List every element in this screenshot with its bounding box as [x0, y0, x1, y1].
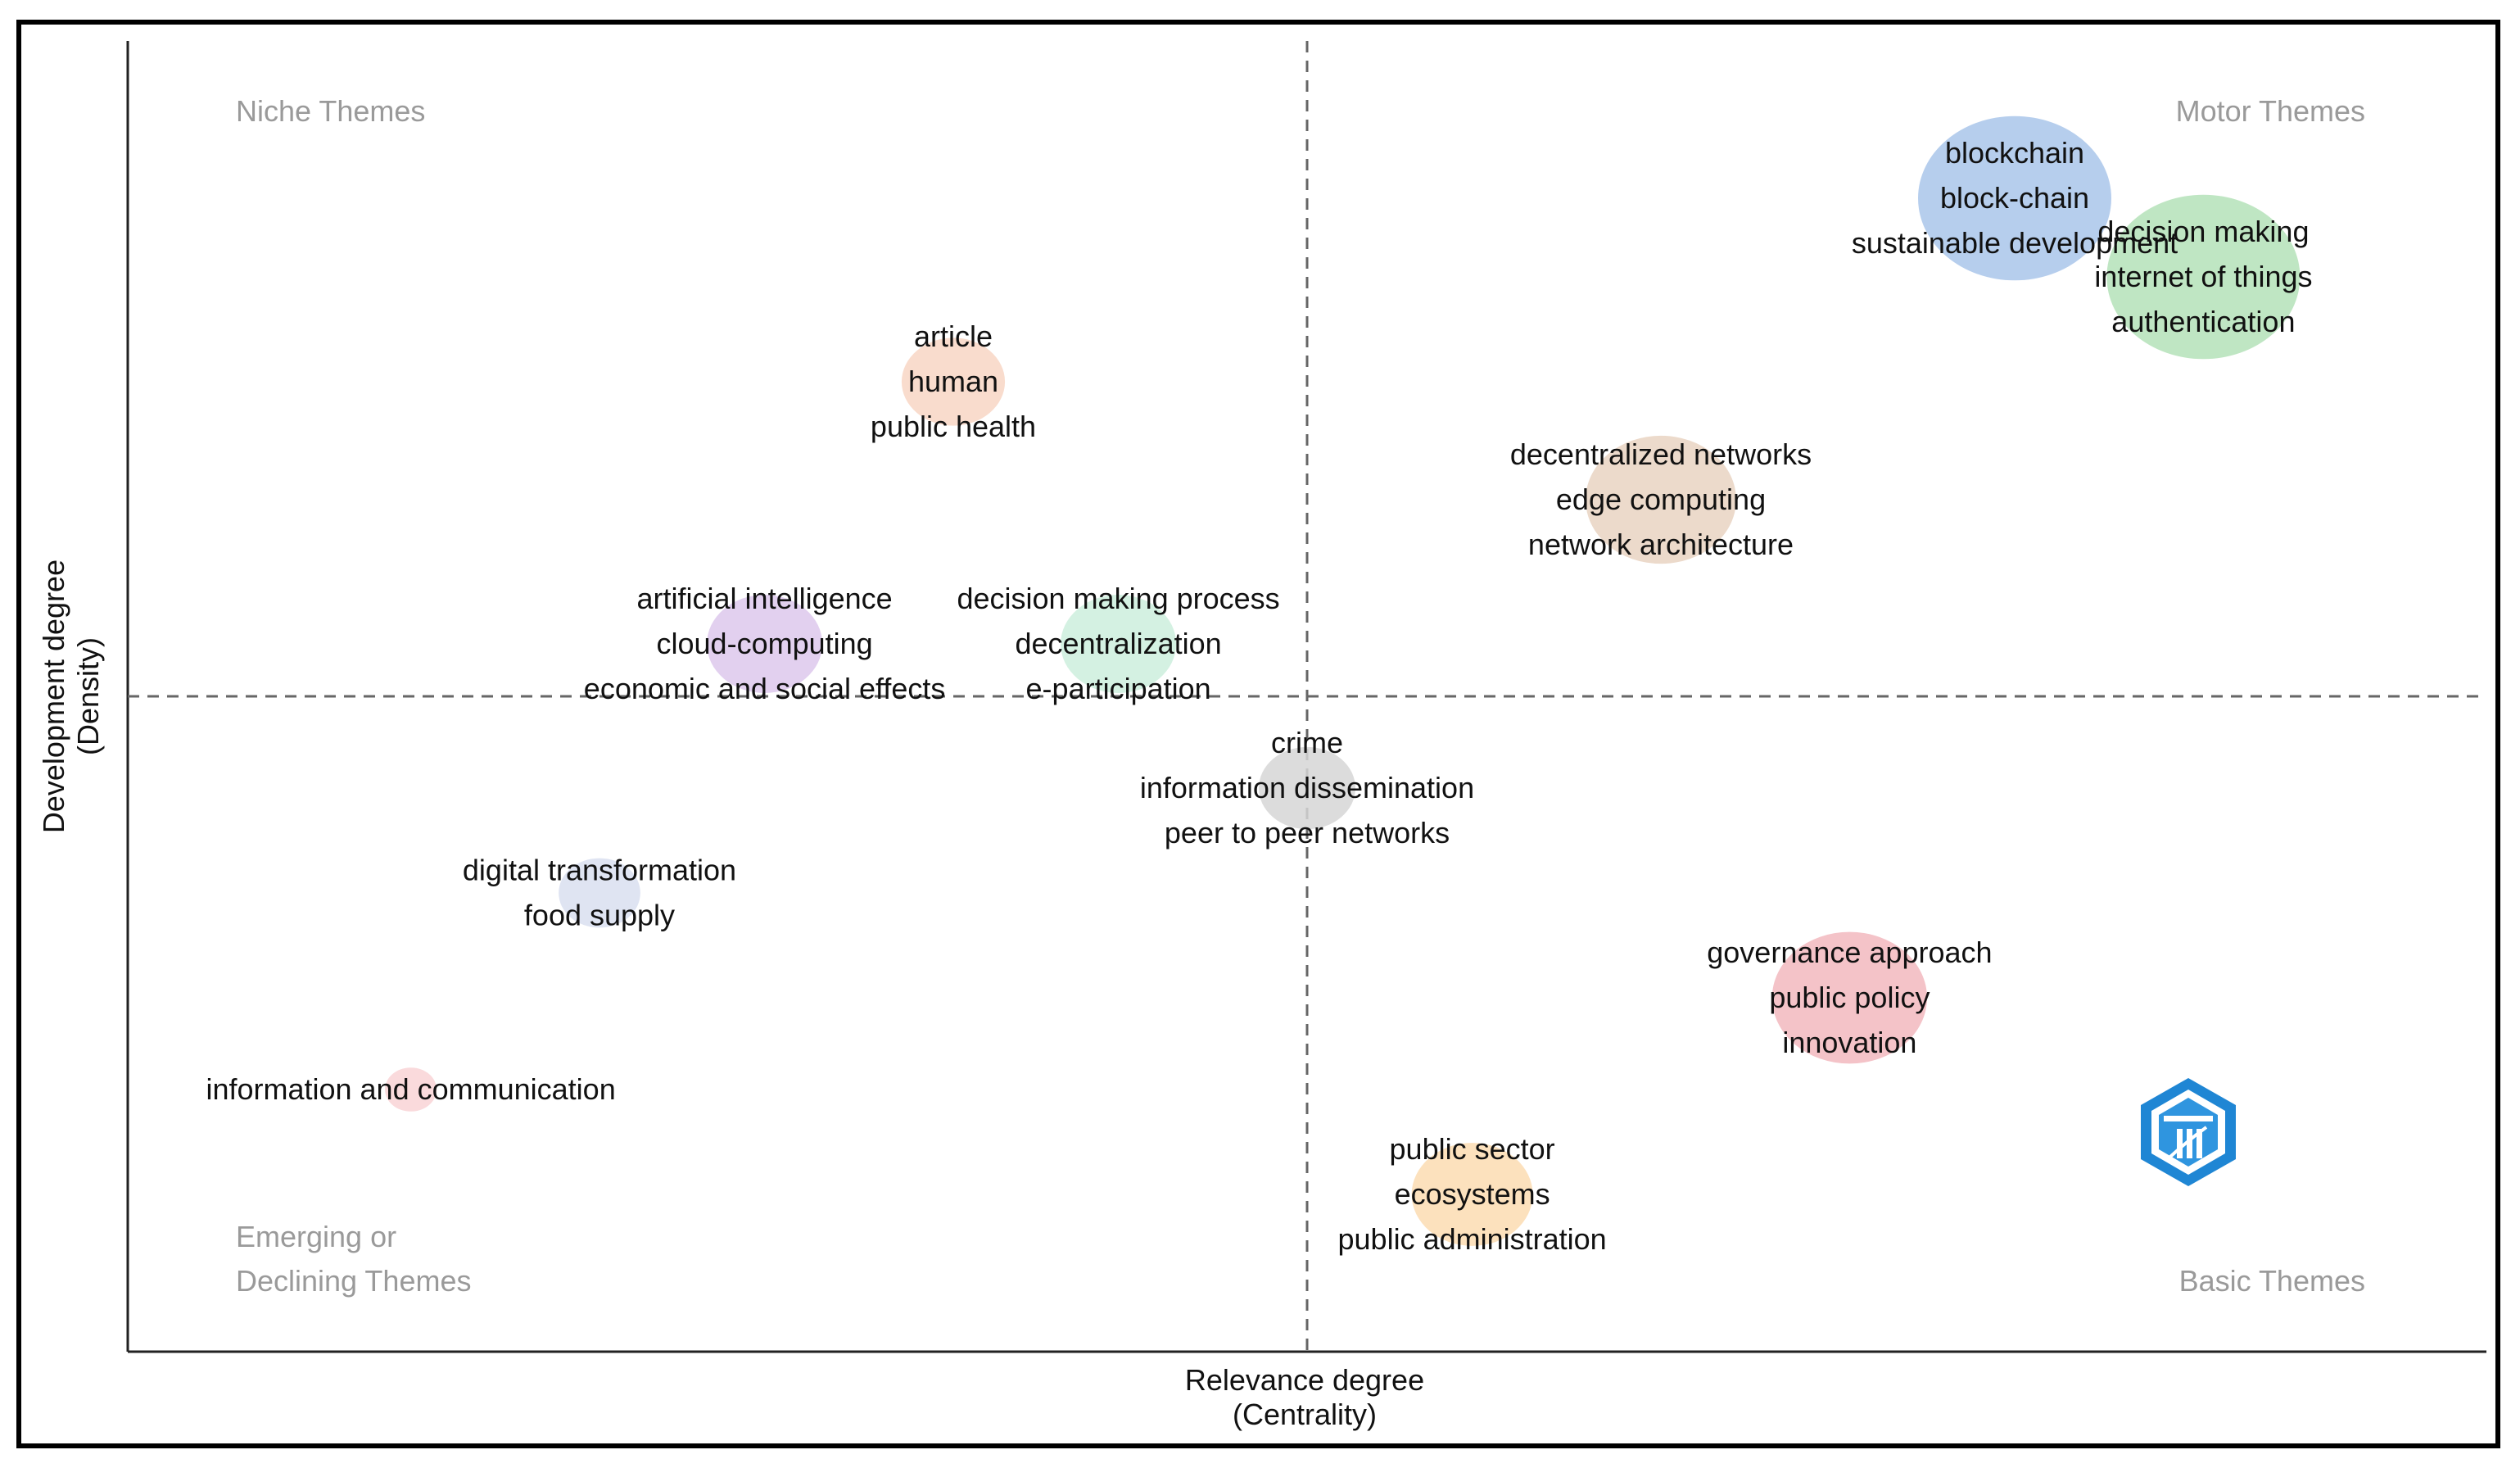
- cluster-label: authentication: [2111, 305, 2295, 338]
- cluster-label: public sector: [1390, 1132, 1555, 1166]
- cluster-label: block-chain: [1940, 181, 2089, 215]
- cluster-label: information and communication: [206, 1072, 615, 1106]
- cluster-label: cloud-computing: [657, 627, 873, 660]
- quadrant-label-niche: Niche Themes: [236, 94, 425, 128]
- cluster-bubble: [1259, 746, 1355, 830]
- cluster-bubble: [559, 858, 640, 928]
- cluster-bubbles: [385, 116, 2301, 1246]
- cluster-label: network architecture: [1528, 528, 1794, 561]
- cluster-label: food supply: [524, 899, 675, 932]
- cluster-label: ecosystems: [1395, 1177, 1550, 1211]
- cluster-labels: blockchain block-chain sustainable develop…: [206, 136, 2312, 1256]
- quadrant-label-emerging-2: Declining Themes: [236, 1264, 471, 1298]
- cluster-bubble: [1771, 931, 1928, 1064]
- cluster-bubble: [1586, 435, 1736, 564]
- cluster-label: blockchain: [1945, 136, 2084, 170]
- x-axis-subtitle: (Centrality): [1233, 1398, 1377, 1431]
- cluster-label: information dissemination: [1140, 771, 1474, 804]
- cluster-label: governance approach: [1707, 936, 1992, 969]
- cluster-label: article: [914, 319, 993, 353]
- cluster-bubble: [385, 1067, 437, 1112]
- bibliometrix-logo-icon: [2141, 1078, 2236, 1186]
- quadrant-label-basic: Basic Themes: [2179, 1264, 2365, 1298]
- cluster-label: digital transformation: [463, 854, 736, 887]
- cluster-label: artificial intelligence: [637, 582, 893, 615]
- cluster-bubble: [901, 338, 1006, 426]
- cluster-label: edge computing: [1556, 483, 1766, 516]
- cluster-label: decision making process: [957, 582, 1279, 615]
- cluster-label: decentralized networks: [1510, 437, 1812, 471]
- x-axis-title: Relevance degree: [1185, 1363, 1424, 1397]
- cluster-bubble: [707, 595, 823, 693]
- cluster-label: innovation: [1782, 1026, 1916, 1059]
- cluster-label: sustainable development: [1852, 226, 2178, 260]
- quadrant-label-emerging-1: Emerging or: [236, 1220, 396, 1253]
- cluster-label: peer to peer networks: [1165, 816, 1450, 850]
- cluster-bubble: [1411, 1143, 1533, 1246]
- cluster-bubble: [1061, 595, 1177, 693]
- cluster-bubble: [1918, 116, 2111, 281]
- cluster-label: decision making: [2097, 215, 2309, 248]
- cluster-label: economic and social effects: [584, 672, 946, 705]
- cluster-label: human: [908, 365, 998, 398]
- cluster-label: crime: [1271, 726, 1343, 759]
- y-axis-subtitle: (Density): [71, 637, 105, 755]
- cluster-label: public health: [871, 410, 1036, 443]
- quadrant-label-motor: Motor Themes: [2176, 94, 2365, 128]
- cluster-label: decentralization: [1016, 627, 1222, 660]
- cluster-bubble: [2106, 194, 2301, 360]
- cluster-label: internet of things: [2094, 260, 2312, 293]
- chart-frame: [16, 20, 2500, 1448]
- cluster-label: e-participation: [1026, 672, 1211, 705]
- cluster-label: public policy: [1769, 981, 1930, 1014]
- y-axis-title: Development degree: [37, 560, 70, 833]
- cluster-label: public administration: [1338, 1222, 1607, 1256]
